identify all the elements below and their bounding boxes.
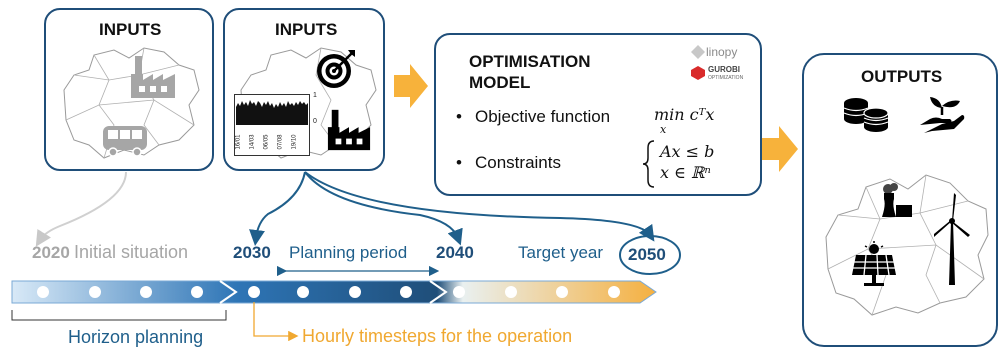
objective-label: Objective function [475, 107, 611, 126]
model-title-line1: OPTIMISATION [469, 52, 591, 71]
target-icon [317, 50, 355, 88]
power-plant-icon [882, 183, 912, 217]
mini-chart-ytick-top: 1 [313, 92, 317, 99]
timeline-dot [400, 286, 412, 298]
outputs-title: OUTPUTS [861, 67, 943, 86]
wind-turbine-icon [934, 193, 970, 285]
timeline-band [11, 280, 657, 304]
timeline-dot [556, 286, 568, 298]
demand-mini-chart: 16/01 14/03 06/05 07/08 19/10 [234, 94, 310, 156]
timeline-dot [505, 286, 517, 298]
gurobi-logo-subtext: OPTIMIZATION [708, 75, 744, 81]
linopy-logo-icon [691, 45, 705, 59]
objective-subscript: x [660, 123, 667, 136]
year-2020-label: 2020 [32, 243, 70, 262]
timeline-dot [453, 286, 465, 298]
timeline-dot [140, 286, 152, 298]
year-2030-label: 2030 [233, 243, 271, 262]
inputs-title-2: INPUTS [275, 20, 338, 39]
timeline-dot [248, 286, 260, 298]
plant-in-hand-icon [920, 97, 965, 133]
gurobi-logo-text: GUROBI [708, 65, 740, 74]
timeline-dot [349, 286, 361, 298]
hourly-connector [253, 302, 299, 342]
connector-gray [35, 171, 127, 247]
timeline-dot [89, 286, 101, 298]
demand-series [236, 100, 308, 125]
linopy-logo-text: linopy [706, 45, 738, 59]
inputs-box-1: INPUTS [44, 8, 214, 171]
connector-2050 [304, 171, 655, 242]
timeline-dot [191, 286, 203, 298]
flow-arrow-to-outputs [762, 126, 798, 172]
target-year-oval [619, 235, 681, 275]
objective-bullet: • [456, 107, 462, 126]
bus-icon [103, 126, 147, 157]
connector-2040 [304, 171, 463, 246]
timeline-dot [608, 286, 620, 298]
inputs-title-1: INPUTS [99, 20, 162, 39]
inputs-box-2: INPUTS 16/01 14/03 06/05 07/08 19/10 1 0 [223, 8, 385, 171]
year-2040-label: 2040 [436, 243, 474, 262]
factory-icon-black [327, 109, 371, 151]
flow-arrow-to-model [394, 64, 428, 108]
hourly-timesteps-label: Hourly timesteps for the operation [302, 326, 573, 346]
constraints-label: Constraints [475, 153, 561, 172]
year-2050-label: 2050 [628, 245, 666, 264]
constraint-1: Ax ≤ b [660, 142, 715, 161]
target-year-label: Target year [518, 243, 604, 262]
timeline-dot [37, 286, 49, 298]
constraints-brace [642, 140, 655, 188]
initial-situation-label: Initial situation [74, 242, 189, 262]
constraint-2: x ∈ ℝⁿ [660, 163, 711, 182]
gurobi-logo-icon [691, 66, 705, 80]
horizon-planning-label: Horizon planning [68, 327, 204, 347]
objective-expression: min cᵀx [654, 105, 715, 124]
connector-2030 [249, 171, 306, 246]
region-map-outline-3 [825, 174, 989, 316]
constraints-bullet: • [456, 153, 462, 172]
model-title-line2: MODEL [469, 73, 531, 92]
outputs-box: OUTPUTS [802, 53, 998, 347]
planning-period-label: Planning period [289, 243, 408, 262]
mini-chart-ytick-bottom: 0 [313, 118, 317, 125]
solar-panel-icon [852, 241, 896, 286]
coins-icon [843, 98, 889, 132]
optimisation-model-box: OPTIMISATION MODEL linopy GUROBI OPTIMIZ… [434, 33, 762, 196]
horizon-bracket [11, 310, 227, 321]
timeline-dot [297, 286, 309, 298]
factory-icon [131, 56, 175, 98]
